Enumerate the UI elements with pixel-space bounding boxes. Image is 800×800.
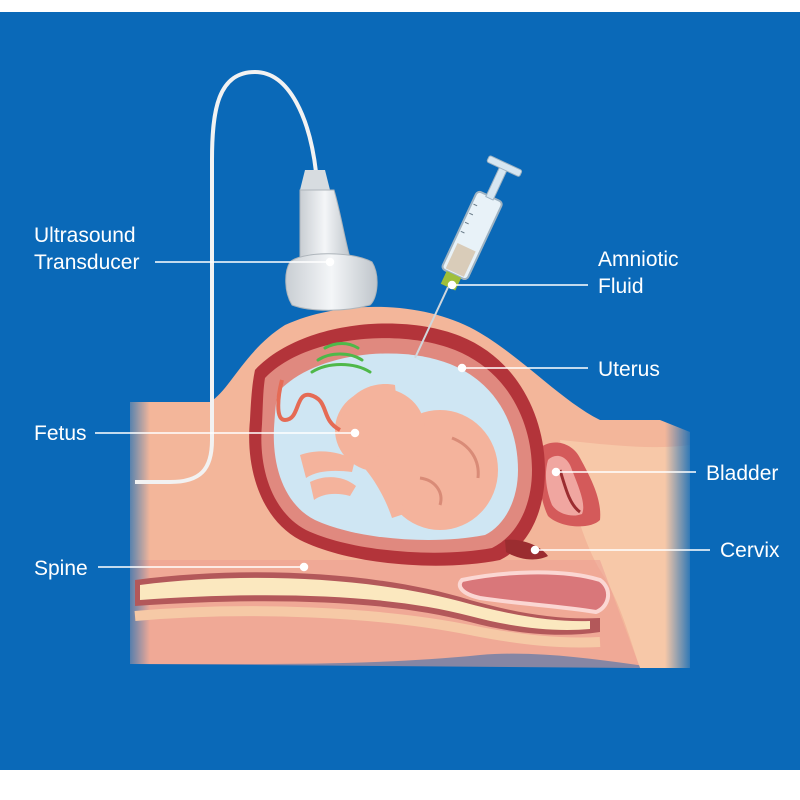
label-amniotic-line2: Fluid <box>598 275 644 298</box>
pointer-ultrasound <box>325 257 335 267</box>
spine <box>134 572 601 648</box>
pointer-spine <box>299 562 309 572</box>
cervix <box>505 539 548 560</box>
label-amniotic-fluid: Amniotic Fluid <box>598 246 679 300</box>
label-fetus: Fetus <box>34 422 87 445</box>
leader-lines <box>95 257 710 572</box>
ultrasound-cable <box>135 69 318 484</box>
pointer-cervix <box>530 545 540 555</box>
pointer-uterus <box>457 363 467 373</box>
pointer-fetus <box>350 428 360 438</box>
fetus <box>276 379 498 530</box>
rectum <box>457 570 611 615</box>
label-bladder: Bladder <box>706 462 779 485</box>
label-uterus: Uterus <box>598 358 660 381</box>
ultrasound-waves <box>310 342 372 374</box>
label-ultrasound-transducer: Ultrasound Transducer <box>34 222 139 276</box>
pointer-bladder <box>551 467 561 477</box>
label-ultrasound-line1: Ultrasound <box>34 224 136 247</box>
ultrasound-transducer <box>285 170 378 311</box>
label-amniotic-line1: Amniotic <box>598 248 679 271</box>
label-spine: Spine <box>34 557 88 580</box>
label-cervix: Cervix <box>720 539 780 562</box>
label-ultrasound-line2: Transducer <box>34 251 140 274</box>
pointer-amniotic <box>447 280 457 290</box>
